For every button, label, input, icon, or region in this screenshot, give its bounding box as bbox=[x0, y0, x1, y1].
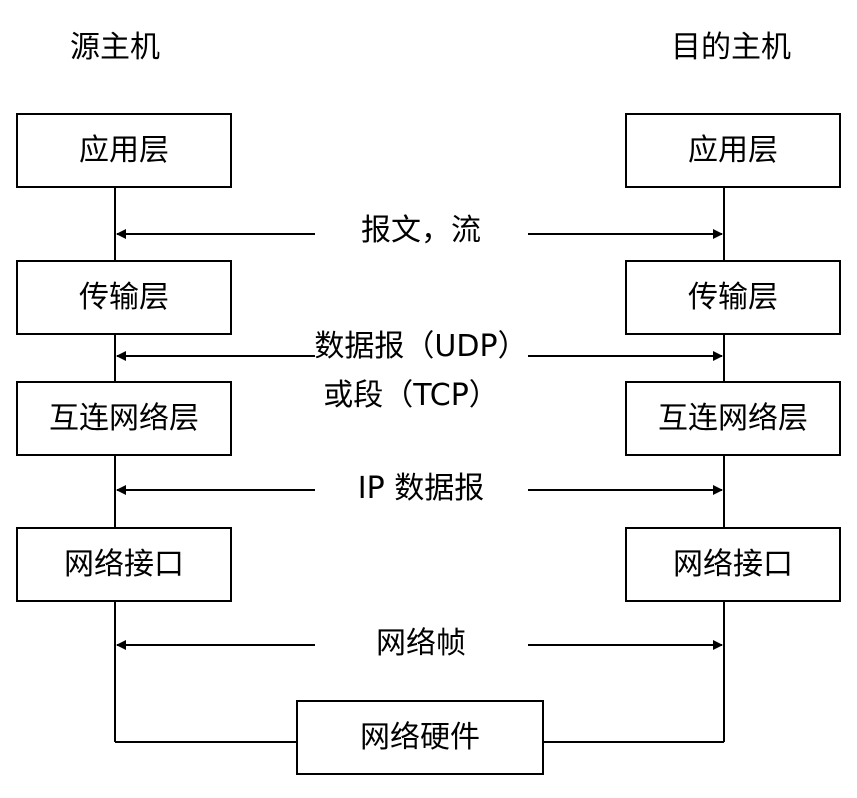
source-internet-layer: 互连网络层 bbox=[16, 381, 232, 456]
dest-network-interface: 网络接口 bbox=[625, 527, 841, 602]
message-network-frame: 网络帧 bbox=[376, 626, 466, 661]
source-transport-layer: 传输层 bbox=[16, 260, 232, 335]
dest-application-layer: 应用层 bbox=[625, 113, 841, 188]
message-application: 报文，流 bbox=[361, 213, 481, 248]
dest-host-title: 目的主机 bbox=[671, 30, 791, 65]
network-hardware-box: 网络硬件 bbox=[296, 700, 544, 775]
message-transport-line1: 数据报（UDP） bbox=[314, 329, 528, 364]
dest-transport-layer: 传输层 bbox=[625, 260, 841, 335]
message-internet: IP 数据报 bbox=[357, 471, 485, 506]
source-host-title: 源主机 bbox=[70, 30, 160, 65]
source-application-layer: 应用层 bbox=[16, 113, 232, 188]
message-transport-line2: 或段（TCP） bbox=[323, 378, 499, 413]
source-network-interface: 网络接口 bbox=[16, 527, 232, 602]
dest-internet-layer: 互连网络层 bbox=[625, 381, 841, 456]
